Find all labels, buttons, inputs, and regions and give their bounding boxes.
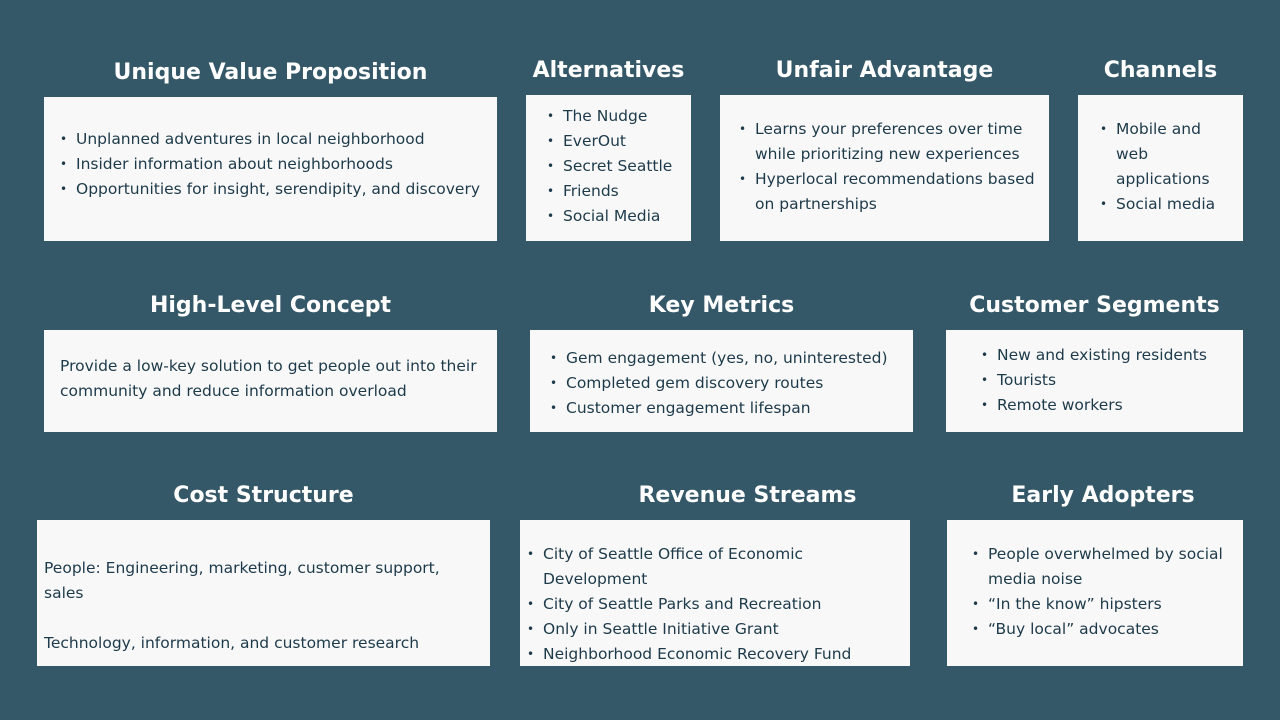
key-metrics-list: Gem engagement (yes, no, uninterested) C… xyxy=(550,346,907,421)
list-item: New and existing residents xyxy=(981,343,1237,368)
cost-structure-title: Cost Structure xyxy=(173,483,354,508)
list-item: “Buy local” advocates xyxy=(972,617,1237,642)
list-item: Hyperlocal recommendations based on part… xyxy=(739,167,1039,217)
list-item: Gem engagement (yes, no, uninterested) xyxy=(550,346,907,371)
alternatives-card: The Nudge EverOut Secret Seattle Friends… xyxy=(526,95,691,241)
list-item: Only in Seattle Initiative Grant xyxy=(527,617,906,642)
early-adopters-list: People overwhelmed by social media noise… xyxy=(972,542,1237,642)
unfair-advantage-list: Learns your preferences over time while … xyxy=(739,117,1039,217)
list-item: City of Seattle Parks and Recreation xyxy=(527,592,906,617)
list-item: Secret Seattle xyxy=(547,154,685,179)
customer-segments-card: New and existing residents Tourists Remo… xyxy=(946,330,1243,432)
list-item: Insider information about neighborhoods xyxy=(60,152,483,177)
revenue-streams-list: City of Seattle Office of Economic Devel… xyxy=(527,542,906,667)
unfair-advantage-title: Unfair Advantage xyxy=(775,58,994,83)
list-item: Friends xyxy=(547,179,685,204)
list-item: Social media xyxy=(1100,192,1237,217)
list-item: The Nudge xyxy=(547,104,685,129)
channels-card: Mobile and web applications Social media xyxy=(1078,95,1243,241)
key-metrics-card: Gem engagement (yes, no, uninterested) C… xyxy=(530,330,913,432)
high-level-concept-text: Provide a low-key solution to get people… xyxy=(60,357,477,400)
channels-list: Mobile and web applications Social media xyxy=(1100,117,1237,217)
list-item: Customer engagement lifespan xyxy=(550,396,907,421)
cost-structure-line: People: Engineering, marketing, customer… xyxy=(44,559,440,602)
list-item: Mobile and web applications xyxy=(1100,117,1237,192)
list-item: People overwhelmed by social media noise xyxy=(972,542,1237,592)
list-item: Tourists xyxy=(981,368,1237,393)
list-item: Social Media xyxy=(547,204,685,229)
alternatives-title: Alternatives xyxy=(532,58,685,83)
revenue-streams-card: City of Seattle Office of Economic Devel… xyxy=(520,520,910,667)
early-adopters-card: People overwhelmed by social media noise… xyxy=(947,520,1243,666)
uvp-title: Unique Value Proposition xyxy=(113,60,428,85)
list-item: Remote workers xyxy=(981,393,1237,418)
key-metrics-title: Key Metrics xyxy=(648,293,795,318)
list-item: “In the know” hipsters xyxy=(972,592,1237,617)
revenue-streams-title: Revenue Streams xyxy=(638,483,857,508)
high-level-concept-card: Provide a low-key solution to get people… xyxy=(44,330,497,432)
list-item: Completed gem discovery routes xyxy=(550,371,907,396)
list-item: Neighborhood Economic Recovery Fund xyxy=(527,642,906,667)
list-item: Learns your preferences over time while … xyxy=(739,117,1039,167)
cost-structure-line: Technology, information, and customer re… xyxy=(44,634,420,652)
list-item: City of Seattle Office of Economic Devel… xyxy=(527,542,906,592)
alternatives-list: The Nudge EverOut Secret Seattle Friends… xyxy=(547,104,685,229)
uvp-list: Unplanned adventures in local neighborho… xyxy=(60,127,483,202)
unfair-advantage-card: Learns your preferences over time while … xyxy=(720,95,1049,241)
list-item: Opportunities for insight, serendipity, … xyxy=(60,177,483,202)
list-item: EverOut xyxy=(547,129,685,154)
customer-segments-list: New and existing residents Tourists Remo… xyxy=(981,343,1237,418)
high-level-concept-title: High-Level Concept xyxy=(149,293,392,318)
uvp-card: Unplanned adventures in local neighborho… xyxy=(44,97,497,241)
channels-title: Channels xyxy=(1103,58,1218,83)
early-adopters-title: Early Adopters xyxy=(1011,483,1195,508)
cost-structure-card: People: Engineering, marketing, customer… xyxy=(37,520,490,666)
list-item: Unplanned adventures in local neighborho… xyxy=(60,127,483,152)
customer-segments-title: Customer Segments xyxy=(969,293,1220,318)
